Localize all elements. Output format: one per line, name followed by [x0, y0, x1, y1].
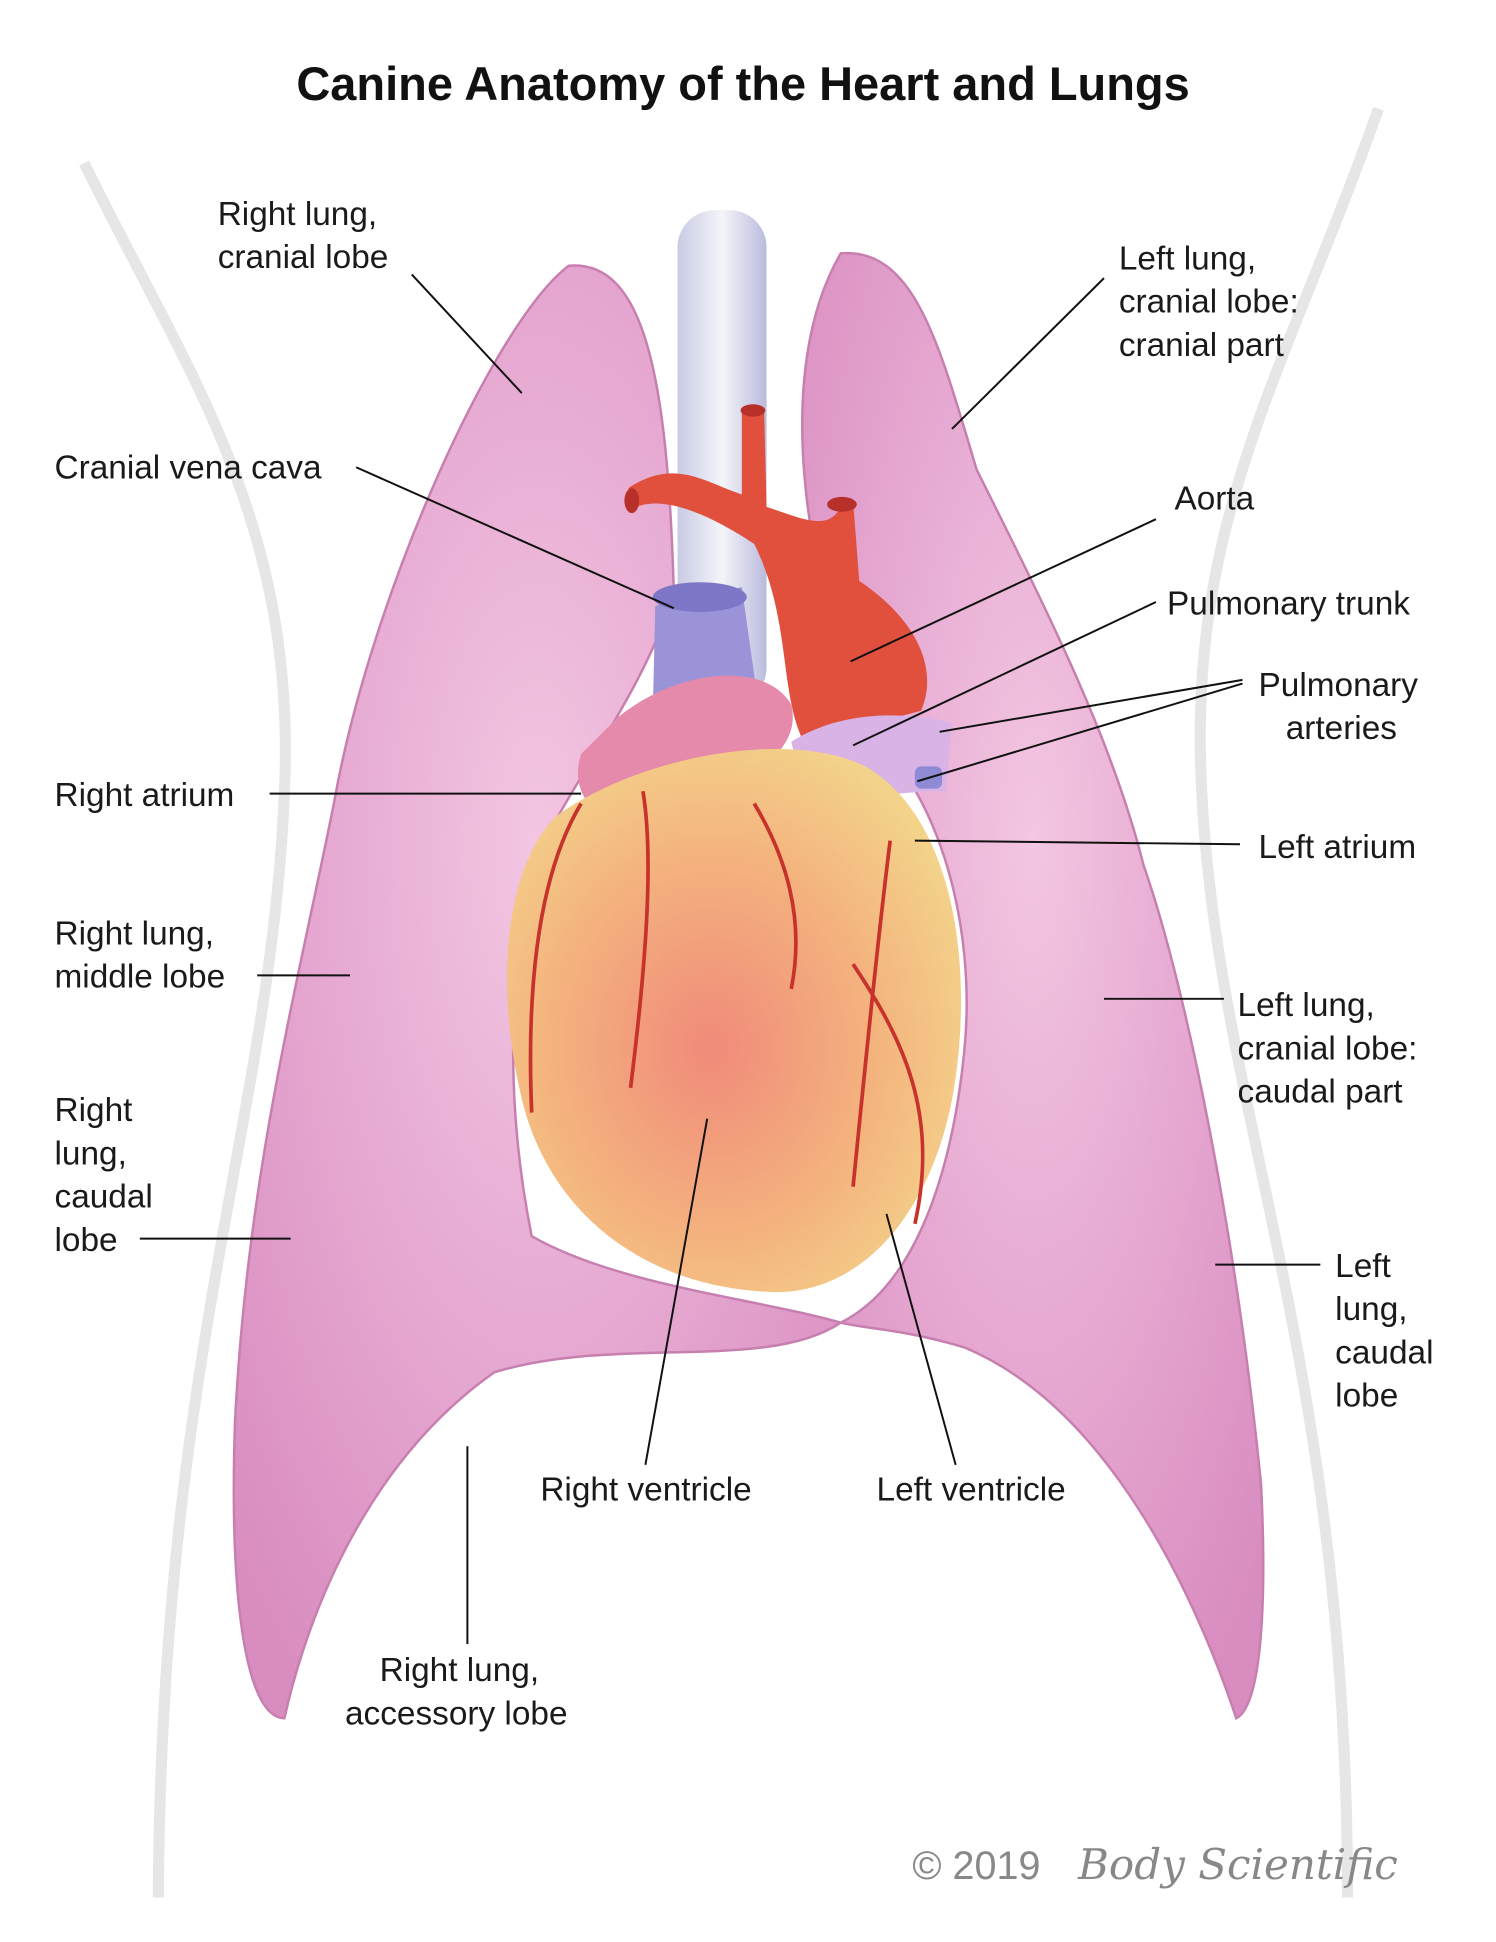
label-right-ventricle: Right ventricle	[540, 1472, 751, 1509]
aorta	[628, 407, 928, 742]
label-left-lung-cranial-lobe-cranial-part: Left lung, cranial lobe: cranial part	[1119, 240, 1308, 364]
label-left-ventricle: Left ventricle	[877, 1472, 1066, 1509]
label-cranial-vena-cava: Cranial vena cava	[55, 449, 322, 486]
aorta-opening-2	[624, 488, 640, 514]
copyright-text: © 2019	[912, 1844, 1040, 1888]
diagram-title: Canine Anatomy of the Heart and Lungs	[296, 57, 1189, 110]
aorta-opening-1	[740, 404, 766, 417]
label-pulmonary-trunk: Pulmonary trunk	[1167, 585, 1410, 622]
leader-lines	[139, 273, 1321, 1645]
label-right-lung-cranial-lobe: Right lung, cranial lobe	[218, 196, 389, 276]
brand-logo: Body Scientific	[1077, 1840, 1398, 1889]
label-pulmonary-arteries: Pulmonary arteries	[1259, 667, 1428, 747]
coronary-vessels	[528, 790, 925, 1225]
trachea	[677, 210, 767, 705]
label-left-lung-caudal-lobe: Left lung, caudal lobe	[1335, 1248, 1443, 1415]
body-outline-left	[79, 160, 291, 1898]
aorta-opening-3	[827, 496, 857, 512]
left-lung	[801, 252, 1265, 1721]
label-right-lung-accessory-lobe: Right lung, accessory lobe	[345, 1652, 568, 1732]
label-right-lung-middle-lobe: Right lung, middle lobe	[55, 915, 226, 995]
heart	[506, 748, 962, 1293]
vena-cava-opening	[652, 582, 747, 612]
label-right-atrium: Right atrium	[55, 777, 235, 814]
label-left-atrium: Left atrium	[1259, 829, 1417, 866]
label-right-lung-caudal-lobe: Right lung, caudal lobe	[55, 1092, 163, 1259]
label-left-lung-cranial-lobe-caudal-part: Left lung, cranial lobe: caudal part	[1238, 987, 1427, 1111]
body-outline-right	[1194, 106, 1384, 1898]
label-aorta: Aorta	[1174, 480, 1254, 517]
